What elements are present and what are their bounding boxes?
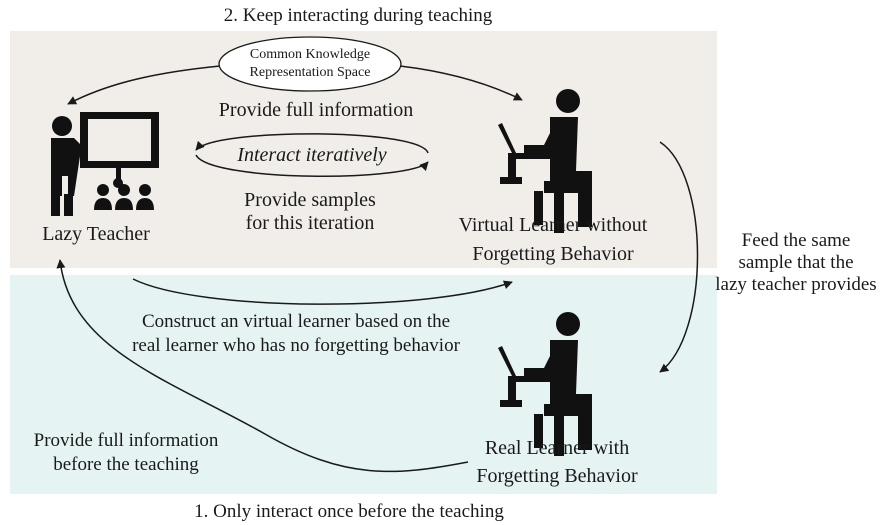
feed-label-line1: Feed the same: [742, 230, 851, 251]
construct-label-line1: Construct an virtual learner based on th…: [142, 311, 450, 332]
arrow-construct-virtual-learner: [132, 278, 513, 305]
bottom-panel: [10, 275, 717, 494]
arrow-feed-same-sample: [659, 141, 699, 373]
arrow-provide-before-teaching: [56, 259, 469, 473]
bottom-caption: 1. Only interact once before the teachin…: [194, 501, 504, 522]
loop-top-label: Provide full information: [219, 99, 413, 121]
provide-before-label-line2: before the teaching: [53, 454, 199, 475]
arrow-knowledge-to-virtual-learner: [399, 65, 523, 101]
virtual-learner-label-line1: Virtual Learner without: [459, 214, 648, 236]
real-learner-label-line1: Real Learner with: [485, 437, 629, 459]
knowledge-space-line2: Representation Space: [250, 65, 371, 80]
teacher-label: Lazy Teacher: [42, 223, 150, 245]
feed-label-line2: sample that the: [738, 252, 853, 273]
loop-middle-label: Interact iteratively: [236, 144, 387, 166]
loop-upper-arc: [195, 133, 429, 154]
construct-label-line2: real learner who has no forgetting behav…: [132, 335, 460, 356]
real-learner-label-line2: Forgetting Behavior: [476, 465, 638, 487]
arrow-knowledge-to-teacher: [67, 65, 221, 105]
loop-bottom-label-line2: for this iteration: [246, 212, 375, 234]
loop-bottom-label-line1: Provide samples: [244, 189, 376, 211]
knowledge-space-line1: Common Knowledge: [250, 47, 370, 62]
knowledge-space-ellipse: [218, 36, 402, 92]
feed-label-line3: lazy teacher provides: [715, 274, 876, 295]
provide-before-label-line1: Provide full information: [34, 430, 219, 451]
top-caption: 2. Keep interacting during teaching: [224, 5, 493, 26]
virtual-learner-label-line2: Forgetting Behavior: [472, 243, 634, 265]
loop-lower-arc: [195, 154, 429, 177]
teacher-presenting-icon: [51, 112, 159, 216]
